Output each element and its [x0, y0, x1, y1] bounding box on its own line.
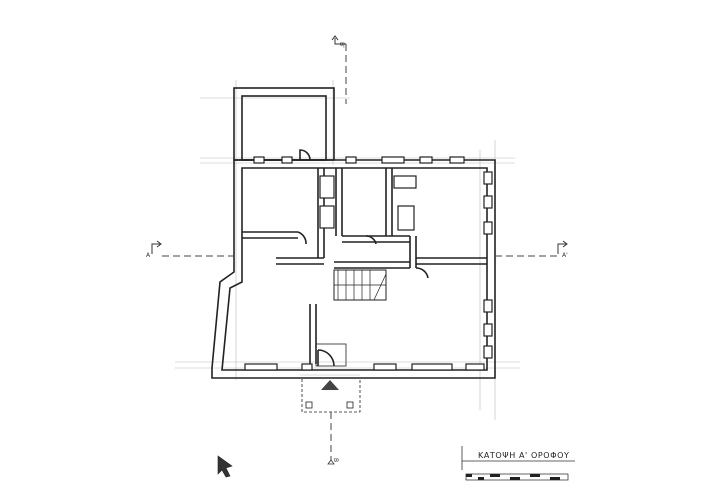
section-label-b: B — [332, 458, 339, 462]
entrance-arrow-icon — [321, 380, 339, 390]
interior-walls — [242, 168, 487, 364]
entrance-area — [301, 377, 361, 413]
window-piers — [244, 156, 493, 371]
drawing-title: ΚΑΤΟΨΗ Α' ΟΡΟΦΟΥ — [478, 451, 569, 460]
section-label-a: A — [146, 252, 151, 259]
section-line-b: B' B — [327, 35, 347, 465]
section-line-a: A A' — [146, 240, 568, 259]
annex-room — [233, 87, 335, 161]
door-swings — [297, 149, 429, 367]
section-label-a-prime: A' — [562, 252, 568, 259]
staircase — [333, 269, 387, 301]
scale-bar — [465, 473, 569, 481]
outer-walls — [211, 159, 496, 379]
title-block: ΚΑΤΟΨΗ Α' ΟΡΟΦΟΥ — [461, 446, 575, 470]
section-label-b-prime: B' — [338, 42, 345, 48]
north-arrow-icon — [217, 455, 233, 478]
